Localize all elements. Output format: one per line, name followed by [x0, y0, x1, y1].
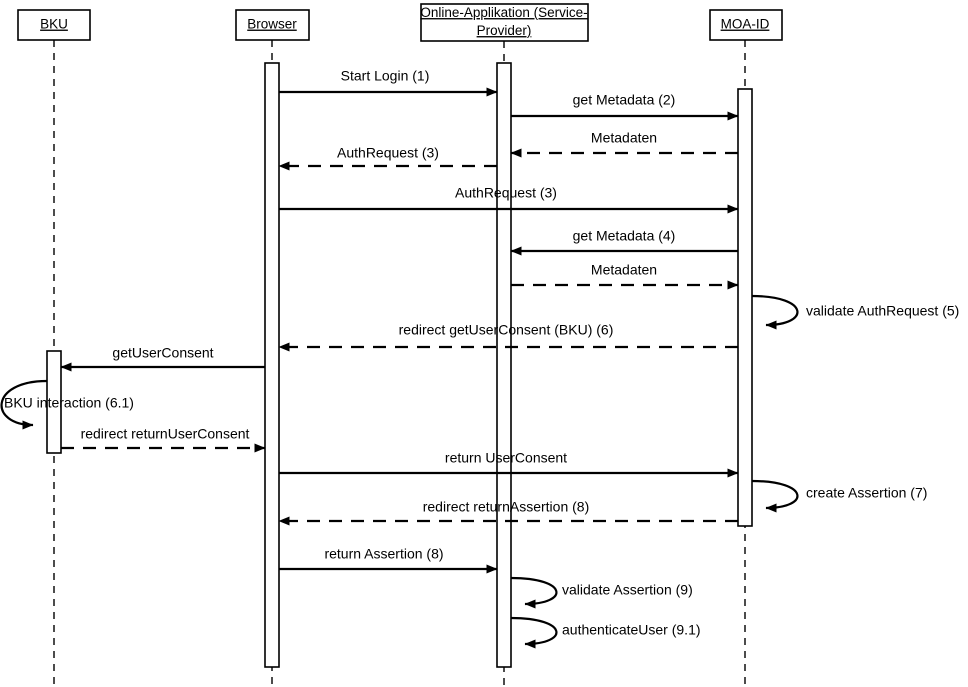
message-label-1: Start Login (1)	[341, 68, 430, 84]
message-label-9: getUserConsent	[112, 345, 213, 361]
lifeline-label-oa-line1: Online-Applikation (Service-	[420, 5, 587, 20]
message-label-7: Metadaten	[591, 262, 657, 278]
self-message-loop-1	[751, 294, 799, 330]
lifeline-label-moaid: MOA-ID	[721, 17, 770, 32]
self-message-label-1: validate AuthRequest (5)	[806, 303, 959, 319]
self-message-loop-5	[510, 616, 558, 649]
lifeline-label-browser: Browser	[247, 17, 297, 32]
self-message-loops	[0, 294, 799, 649]
message-label-10: redirect returnUserConsent	[81, 426, 250, 442]
message-label-5: AuthRequest (3)	[455, 185, 557, 201]
message-label-8: redirect getUserConsent (BKU) (6)	[399, 322, 614, 338]
message-label-2: get Metadata (2)	[573, 92, 676, 108]
self-message-label-5: authenticateUser (9.1)	[562, 622, 701, 638]
message-label-11: return UserConsent	[445, 450, 567, 466]
self-message-loop-3	[751, 479, 799, 513]
self-message-label-4: validate Assertion (9)	[562, 582, 693, 598]
lifeline-header-browser[interactable]	[235, 9, 310, 41]
message-label-3: Metadaten	[591, 130, 657, 146]
self-message-loop-2	[0, 379, 48, 430]
activation-bar-browser	[264, 62, 280, 668]
message-label-12: redirect returnAssertion (8)	[423, 499, 590, 515]
lifeline-header-moaid[interactable]	[709, 9, 783, 41]
self-message-label-2: BKU interaction (6.1)	[4, 395, 134, 411]
activation-bar-moaid	[737, 88, 753, 527]
activation-bars	[46, 62, 753, 668]
lifeline-header-bku[interactable]	[17, 9, 91, 41]
message-label-6: get Metadata (4)	[573, 228, 676, 244]
self-message-loop-4	[510, 576, 558, 609]
lifeline-label-oa-line2: Provider)	[477, 23, 532, 38]
lifeline-header-boxes	[17, 3, 783, 42]
message-arrows	[60, 87, 739, 574]
diagram-text-layer: BKU Browser Online-Applikation (Service- Pr…	[4, 5, 959, 638]
message-label-13: return Assertion (8)	[324, 546, 443, 562]
message-label-4: AuthRequest (3)	[337, 145, 439, 161]
activation-bar-oa	[496, 62, 512, 668]
lifeline-header-oa[interactable]	[420, 3, 589, 42]
activation-bar-bku	[46, 350, 62, 454]
lifeline-label-bku: BKU	[40, 17, 68, 32]
self-message-label-3: create Assertion (7)	[806, 485, 927, 501]
